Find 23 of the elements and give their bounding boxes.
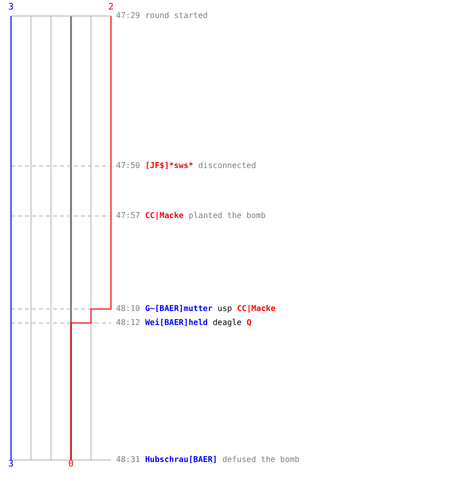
- event-text: 47:57: [116, 212, 140, 220]
- count-number: 3: [8, 4, 14, 12]
- count-number: 0: [68, 460, 74, 470]
- event-text: round started: [145, 12, 208, 20]
- player-name: Wei[BAER]held: [145, 319, 208, 327]
- player-name: [JF$]*sws*: [145, 162, 194, 170]
- event-text: 47:29: [116, 12, 140, 20]
- event-text: 48:31: [116, 456, 140, 464]
- event-text: 47:50: [116, 162, 140, 170]
- player-name: CC|Macke: [236, 305, 276, 313]
- player-name: Hubschrau[BAER]: [145, 456, 218, 464]
- player-name: CC|Macke: [145, 212, 184, 220]
- event-text: defused the bomb: [222, 456, 300, 464]
- event-text: planted the bomb: [188, 212, 266, 220]
- weapon-name: deagle: [212, 319, 242, 327]
- player-name: G~[BAER]mutter: [145, 305, 213, 313]
- count-number: 3: [8, 460, 14, 470]
- event-text: 48:10: [116, 305, 140, 313]
- player-name: Q: [246, 319, 252, 327]
- event-text: disconnected: [198, 162, 256, 170]
- event-text: 48:12: [116, 319, 140, 327]
- count-number: 2: [108, 4, 114, 12]
- weapon-name: usp: [218, 305, 232, 313]
